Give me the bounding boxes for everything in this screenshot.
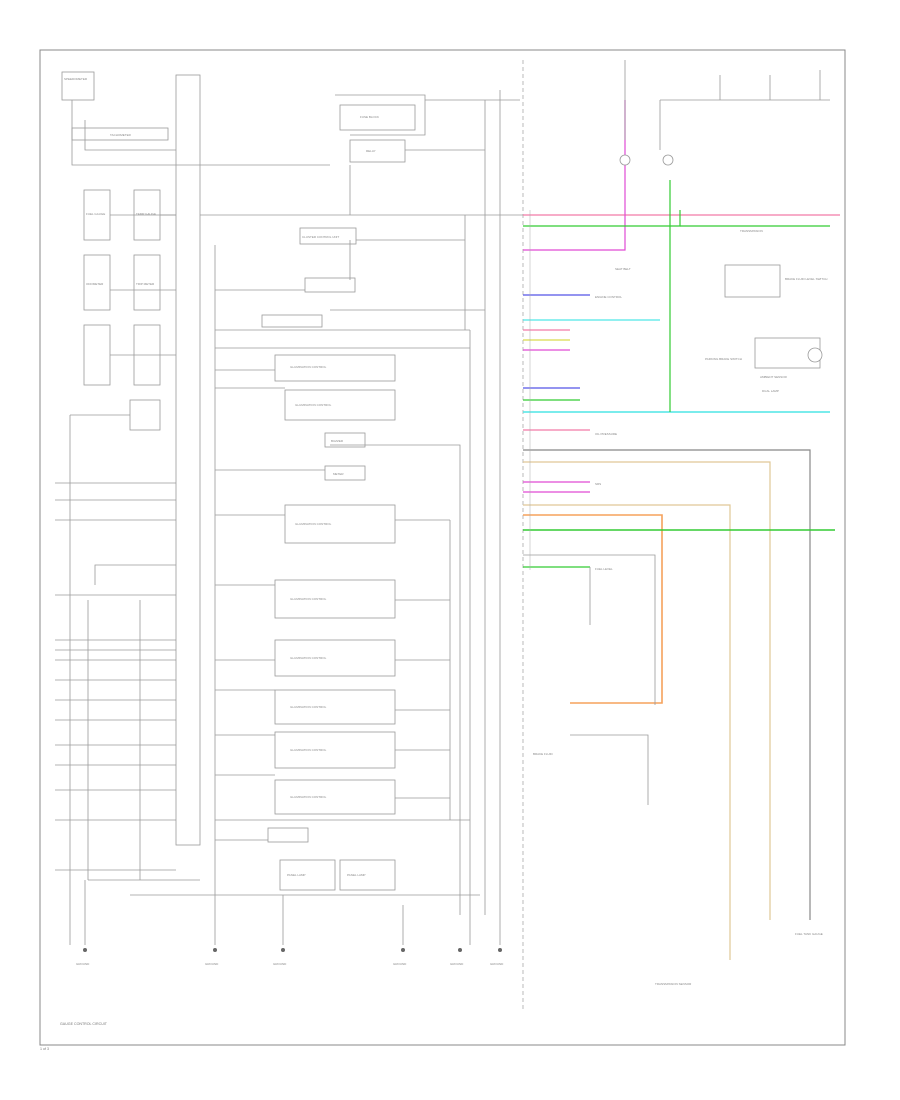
right-box-ambient-label: AMBIENT SENSOR — [760, 375, 788, 379]
center-box-illumination-2-label: ILLUMINATION CONTROL — [295, 403, 332, 407]
frame-label: GAUGE CONTROL CIRCUIT — [60, 1022, 108, 1026]
lamp-2 — [662, 154, 674, 166]
left-box-trip-meter-label: TRIP METER — [136, 282, 155, 286]
left-wiring — [55, 100, 200, 945]
center-box-illumination-4 — [274, 579, 396, 619]
center-box-small-2 — [261, 314, 323, 328]
left-boxes: SPEEDOMETER TACHOMETER FUEL GAUGE TEMP G… — [61, 71, 169, 431]
label-oil-pressure: OIL PRESSURE — [595, 432, 617, 436]
label-brake-fluid: BRAKE FLUID — [533, 752, 554, 756]
center-box-panel-lamp-2 — [339, 859, 396, 891]
label-seat-belt: SEAT BELT — [615, 267, 631, 271]
center-box-illumination-8-label: ILLUMINATION CONTROL — [290, 795, 327, 799]
right-box-brake-fluid-label: BRAKE FLUID LEVEL SWITCH — [785, 277, 827, 281]
left-control-unit — [175, 74, 201, 846]
label-transmission: TRANSMISSION — [740, 229, 763, 233]
right-top-switches — [619, 60, 830, 166]
wire-tan — [523, 461, 771, 920]
center-box-illumination-7-label: ILLUMINATION CONTROL — [290, 748, 327, 752]
center-wiring — [130, 90, 523, 945]
center-box-buzzer — [324, 432, 366, 448]
left-box-temp-gauge-label: TEMP GAUGE — [136, 212, 156, 216]
center-box-illumination-3 — [284, 504, 396, 544]
bottom-right-labels: FUEL TANK GAUGE TRANSMISSION SENSOR BRAK… — [533, 752, 823, 986]
left-box-fuel-gauge-label: FUEL GAUGE — [86, 212, 105, 216]
right-boxes: BRAKE FLUID LEVEL SWITCH PARKING BRAKE S… — [705, 264, 827, 379]
wire-tan-2 — [523, 504, 731, 960]
ground-label-2: GROUND — [205, 962, 219, 966]
center-box-illumination-5-label: ILLUMINATION CONTROL — [290, 656, 327, 660]
lamp-1 — [619, 154, 631, 166]
left-box-tachometer-label: TACHOMETER — [110, 133, 132, 137]
center-box-meter-label: METER — [333, 472, 344, 476]
right-box-brake-fluid — [724, 264, 781, 298]
ground-label-4: GROUND — [393, 962, 407, 966]
wire-orange — [523, 514, 663, 704]
center-box-cluster-control-unit — [299, 227, 357, 245]
left-box-speedometer-label: SPEEDOMETER — [64, 77, 88, 81]
center-box-cluster-label: CLUSTER CONTROL UNIT — [302, 235, 339, 239]
label-srs: SRS — [595, 482, 601, 486]
center-box-illumination-6-label: ILLUMINATION CONTROL — [290, 705, 327, 709]
center-box-illumination-6 — [274, 689, 396, 725]
ambient-sensor-icon — [807, 347, 823, 363]
right-box-parking-brake-label: PARKING BRAKE SWITCH — [705, 357, 742, 361]
center-box-small-1 — [304, 277, 356, 293]
diagram-frame — [39, 49, 846, 1046]
top-boxes: FUSE BLOCK RELAY — [335, 94, 520, 163]
center-box-panel-lamp-2-label: PANEL LAMP — [347, 873, 366, 877]
label-transmission-sensor: TRANSMISSION SENSOR — [655, 982, 692, 986]
top-box-relay — [349, 139, 406, 163]
left-box-extra-1 — [83, 324, 111, 386]
wire-green-top — [523, 210, 681, 227]
center-box-buzzer-label: BUZZER — [331, 439, 344, 443]
top-box-fuse-block-label: FUSE BLOCK — [360, 115, 379, 119]
page-label: 1 of 3 — [40, 1047, 49, 1051]
left-box-switch — [129, 399, 161, 431]
left-box-odometer-label: ODOMETER — [86, 282, 104, 286]
ground-label-3: GROUND — [273, 962, 287, 966]
left-box-speedometer — [61, 71, 95, 101]
wire-dark — [523, 449, 811, 920]
center-box-meter — [324, 465, 366, 481]
center-box-illumination-4-label: ILLUMINATION CONTROL — [290, 597, 327, 601]
center-box-illumination-3-label: ILLUMINATION CONTROL — [295, 522, 332, 526]
bottom-grounds: GROUND GROUND GROUND GROUND GROUND GROUN… — [76, 880, 504, 966]
center-box-illumination-7 — [274, 731, 396, 769]
center-box-panel-lamp-1 — [279, 859, 336, 891]
ground-label-5: GROUND — [450, 962, 464, 966]
ground-label-6: GROUND — [490, 962, 504, 966]
right-labels: TRANSMISSION SEAT BELT ENGINE CONTROL OI… — [595, 229, 779, 571]
center-box-illumination-2 — [284, 389, 396, 421]
center-box-panel-lamp-1-label: PANEL LAMP — [287, 873, 306, 877]
wire-magenta — [523, 100, 626, 251]
label-fuel-tank: FUEL TANK GAUGE — [795, 932, 823, 936]
center-box-illumination-8 — [274, 779, 396, 815]
top-box-relay-label: RELAY — [366, 149, 376, 153]
label-fuel-level: FUEL LEVEL — [595, 567, 613, 571]
label-dual-lamp: DUAL LAMP — [762, 389, 779, 393]
ground-label-1: GROUND — [76, 962, 90, 966]
label-engine-control: ENGINE CONTROL — [595, 295, 622, 299]
center-boxes: CLUSTER CONTROL UNIT ILLUMINATION CONTRO… — [261, 227, 396, 891]
center-box-small-3 — [267, 827, 309, 843]
left-box-trip-meter — [133, 254, 161, 311]
right-colored-wires — [523, 100, 840, 960]
center-box-illumination-1 — [274, 354, 396, 382]
top-box-fuse-block — [339, 104, 416, 131]
center-box-illumination-1-label: ILLUMINATION CONTROL — [290, 365, 327, 369]
left-box-odometer — [83, 254, 111, 311]
center-box-illumination-5 — [274, 639, 396, 677]
